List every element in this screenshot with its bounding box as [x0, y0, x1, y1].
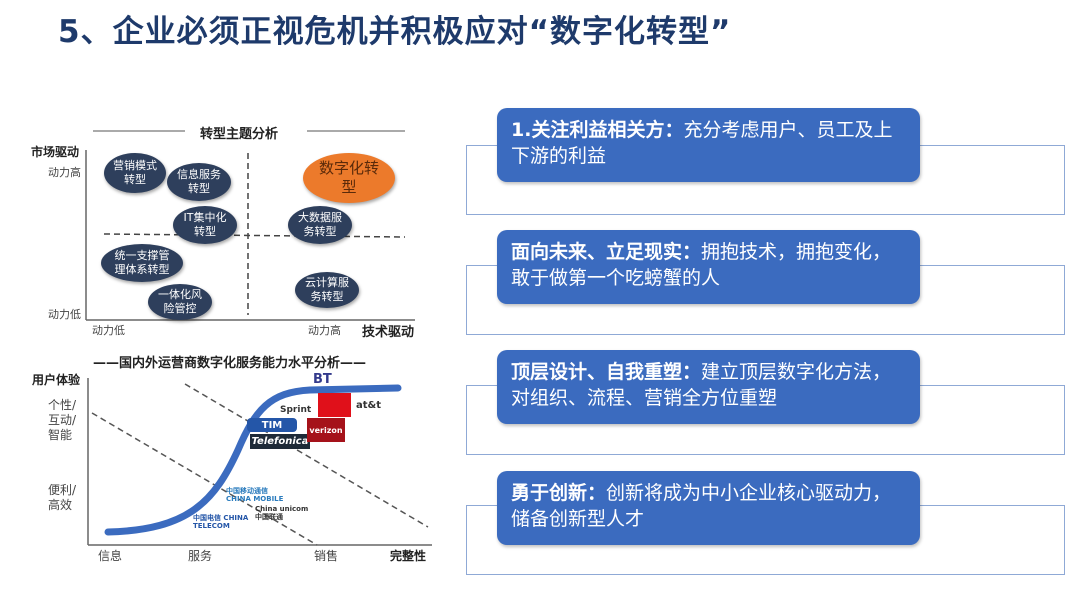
y-axis-label: 用户体验 [32, 373, 81, 387]
item-digital-transformation: 数字化转型 [303, 153, 395, 203]
logo-bt: BT [313, 372, 332, 387]
card-body: 拥抱技术，拥抱变化，敢于做第一个吃螃蟹的人 [511, 241, 892, 289]
x-level-sales: 销售 [314, 549, 339, 563]
item-info-service: 信息服务转型 [167, 163, 231, 201]
x-level-info: 信息 [98, 549, 123, 563]
item-label: 一体化风险管控 [158, 288, 202, 315]
logo-sprint: Sprint [280, 405, 312, 415]
logo-verizon: verizon [307, 418, 345, 442]
item-label: 统一支撑管理体系转型 [114, 249, 170, 276]
card-body: 充分考虑用户、员工及上下游的利益 [511, 119, 893, 167]
item-label: 云计算服务转型 [305, 276, 349, 303]
logo-china-mobile: 中国移动通信 CHINA MOBILE [226, 487, 284, 503]
x-high-label: 动力高 [308, 324, 341, 337]
matrix-title: 转型主题分析 [200, 127, 279, 142]
card-heading: 面向未来、立足现实： [511, 241, 702, 263]
growth-curve [104, 384, 402, 536]
x-level-service: 服务 [188, 549, 213, 563]
item-label: 大数据服务转型 [298, 211, 342, 238]
y-high-label: 动力高 [48, 166, 81, 179]
slide-title: 5、企业必须正视危机并积极应对“数字化转型” [58, 14, 732, 50]
x-low-label: 动力低 [92, 324, 125, 337]
item-label: 营销模式转型 [113, 159, 157, 186]
card-body: 创新将成为中小企业核心驱动力，储备创新型人才 [511, 482, 892, 530]
y-level-high: 个性/互动/智能 [48, 398, 77, 442]
logo-vodafone: Vodafone [318, 393, 351, 417]
card-innovation: 勇于创新：创新将成为中小企业核心驱动力，储备创新型人才 [497, 471, 920, 545]
matrix-lines [85, 130, 415, 321]
operators-lines [87, 378, 432, 546]
card-heading: 勇于创新： [511, 482, 607, 504]
y-low-label: 动力低 [48, 308, 81, 321]
logo-china-telecom: 中国电信 CHINA TELECOM [193, 514, 249, 530]
item-label: 信息服务转型 [177, 168, 221, 195]
item-marketing: 营销模式转型 [104, 153, 166, 193]
logo-telefonica: Telefonica [250, 434, 310, 449]
item-label: 数字化转型 [318, 159, 379, 196]
logo-china-unicom: China unicom中国联通 [255, 505, 309, 521]
card-top-design: 顶层设计、自我重塑：建立顶层数字化方法，对组织、流程、营销全方位重塑 [497, 350, 920, 424]
y-level-low: 便利/高效 [48, 483, 77, 512]
dashed-line-2 [184, 383, 429, 528]
x-axis-label: 技术驱动 [362, 325, 415, 340]
card-body: 建立顶层数字化方法，对组织、流程、营销全方位重塑 [511, 361, 892, 409]
card-heading: 1.关注利益相关方： [511, 119, 684, 141]
x-axis-label: 完整性 [390, 549, 427, 563]
card-heading: 顶层设计、自我重塑： [511, 361, 702, 383]
card-future: 面向未来、立足现实：拥抱技术，拥抱变化，敢于做第一个吃螃蟹的人 [497, 230, 920, 304]
item-risk-control: 一体化风险管控 [148, 284, 212, 320]
operators-title: ——国内外运营商数字化服务能力水平分析—— [93, 356, 367, 371]
dashed-line-1 [91, 412, 318, 546]
item-big-data: 大数据服务转型 [288, 206, 352, 244]
logo-att: at&t [356, 400, 382, 411]
item-it-centralization: IT集中化转型 [173, 206, 237, 244]
h-divider [103, 233, 406, 238]
item-label: IT集中化转型 [183, 211, 227, 238]
card-stakeholders: 1.关注利益相关方：充分考虑用户、员工及上下游的利益 [497, 108, 920, 182]
item-cloud: 云计算服务转型 [295, 272, 359, 308]
item-unified-support: 统一支撑管理体系转型 [101, 244, 183, 282]
y-axis-label: 市场驱动 [31, 145, 80, 159]
logo-tim: TIM [247, 418, 297, 432]
